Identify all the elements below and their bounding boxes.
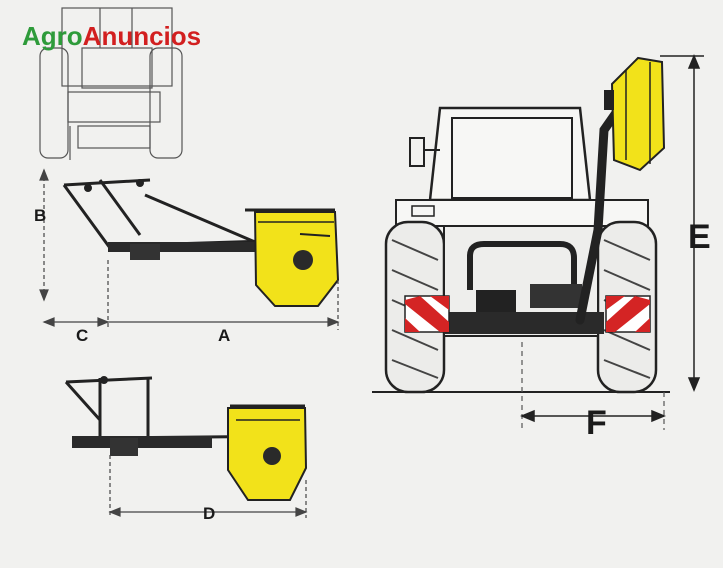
dimension-label-e: E	[688, 218, 711, 256]
dimension-lines-top	[39, 168, 340, 330]
logo-anuncios: Anuncios	[82, 21, 202, 51]
dimension-label-b: B	[34, 206, 47, 225]
dimension-line-e	[660, 54, 704, 392]
dimension-label-d: D	[203, 504, 216, 523]
dimension-label-c: C	[76, 326, 89, 345]
raised-mower-head	[604, 56, 666, 172]
dimension-label-a: A	[218, 326, 231, 345]
mower-diagram-retracted	[64, 376, 308, 501]
reflector-right	[605, 295, 651, 333]
agroanuncios-logo: AgroAnuncios	[22, 22, 201, 50]
dimension-line-f	[520, 409, 666, 423]
dimension-label-f: F	[586, 404, 607, 442]
logo-agro: Agro	[22, 21, 83, 51]
dimension-line-d	[108, 455, 308, 518]
tractor-rear-view	[372, 56, 670, 430]
tractor-outline-top	[39, 7, 183, 160]
mower-diagram-extended	[62, 178, 340, 307]
reflector-left	[404, 295, 450, 333]
